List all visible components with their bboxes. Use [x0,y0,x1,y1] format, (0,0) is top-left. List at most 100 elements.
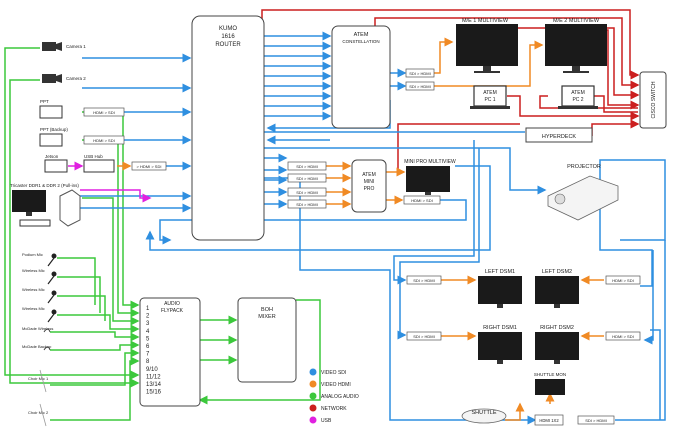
me2-multiview-monitor: M/E 2 MULTIVIEW [545,18,607,73]
mic-choir-2: Choir Mic 2 [28,403,49,427]
left-dsm1-monitor: LEFT DSM1 [478,269,522,308]
svg-text:ATEM: ATEM [571,90,585,96]
usb-lines [68,161,152,203]
svg-text:M/E 1 MULTIVIEW: M/E 1 MULTIVIEW [462,18,509,24]
audio-channel-label: 1 [146,306,150,312]
conv-const-sdi-hdmi-1: SDI > HDMI [405,68,435,78]
svg-text:ATEM: ATEM [483,90,497,96]
left-dsm2-monitor: LEFT DSM2 [535,269,579,308]
legend-label: USB [321,418,332,424]
svg-text:HDMI > SDI: HDMI > SDI [93,110,114,115]
svg-text:Wireless Mic: Wireless Mic [22,268,45,273]
svg-text:FLYPACK: FLYPACK [161,308,184,314]
audio-channel-label: 5 [146,336,150,342]
svg-text:HDMI > SDI: HDMI > SDI [93,138,114,143]
conv-const-sdi-hdmi-2: SDI > HDMI [405,81,435,91]
atem-mini-pro: ATEM MINI PRO [351,159,387,213]
svg-text:Jetson: Jetson [45,154,59,159]
svg-text:LEFT DSM1: LEFT DSM1 [485,269,515,275]
svg-text:HDMI > SDI: HDMI > SDI [612,334,633,339]
svg-text:HYPERDECK: HYPERDECK [542,134,577,140]
legend-item: NETWORK [309,404,347,412]
svg-text:Podium Mic: Podium Mic [22,252,43,257]
atem-constellation: ATEM CONSTELLATION [331,25,391,129]
camera-2: Camera 2 [42,74,86,83]
svg-text:Wireless Mic: Wireless Mic [22,306,45,311]
svg-text:PPT: PPT [40,99,49,104]
conv-mini-sdi-hdmi-3: SDI > HDMI [287,187,327,197]
audio-channel-label: 3 [146,321,150,327]
svg-text:SDI > HDMI: SDI > HDMI [409,71,430,76]
svg-text:MINI: MINI [364,179,375,185]
svg-text:PRO: PRO [364,186,375,192]
conv-left2-hdmi-sdi: HDMI > SDI [605,275,641,285]
svg-text:AUDIO: AUDIO [164,301,180,307]
conv-mini-sdi-hdmi-4: SDI > HDMI [287,199,327,209]
audio-channel-label: 9/10 [146,367,158,373]
svg-text:SDI > HDMI: SDI > HDMI [413,334,434,339]
usb-hub: USB Hub [83,154,115,173]
legend-swatch [309,380,317,388]
conv-right2-hdmi-sdi: HDMI > SDI [605,331,641,341]
legend-label: ANALOG AUDIO [321,394,359,400]
atem-pc2-laptop: ATEM PC 2 [558,85,598,109]
right-dsm1-monitor: RIGHT DSM1 [478,325,522,364]
svg-text:SDI > HDMI: SDI > HDMI [413,278,434,283]
svg-text:Choir Mic 2: Choir Mic 2 [28,410,49,415]
svg-text:ATEM: ATEM [354,32,369,38]
svg-text:HDMI > SDI: HDMI > SDI [612,278,633,283]
svg-text:M/E 2 MULTIVIEW: M/E 2 MULTIVIEW [553,18,600,24]
boh-mixer: BOH MIXER [237,297,297,383]
ppt-backup-laptop: PPT (Backup) [39,127,68,147]
cisco-switch: CISCO SWITCH [639,71,667,129]
audio-channel-label: 7 [146,352,150,358]
svg-text:SHUTTLE MON: SHUTTLE MON [534,372,566,377]
shuttle-mon-monitor: SHUTTLE MON [534,372,566,395]
conv-jetson-hdmi-sdi: > HDMI > SDI [131,161,167,171]
converter-list: HDMI > SDI HDMI > SDI > HDMI > SDI SDI >… [83,68,641,425]
svg-text:HDMI > SDI: HDMI > SDI [411,198,432,203]
svg-text:ATEM: ATEM [362,172,376,178]
svg-text:CONSTELLATION: CONSTELLATION [342,39,379,44]
svg-text:> HDMI > SDI: > HDMI > SDI [137,164,162,169]
conv-mini-sdi-hdmi-1: SDI > HDMI [287,161,327,171]
svg-text:SDI > HDMI: SDI > HDMI [296,164,317,169]
svg-text:Camera 2: Camera 2 [66,76,86,81]
mic-mcdade-wireless: McDade Wireless [22,326,53,333]
svg-text:McDade Wireless: McDade Wireless [22,326,53,331]
conv-pptb-hdmi-sdi: HDMI > SDI [83,135,125,145]
legend-label: VIDEO HDMI [321,382,351,388]
svg-text:Tricaster DDR1 & DDR 2 (Pull-i: Tricaster DDR1 & DDR 2 (Pull-ins) [10,183,79,188]
legend-swatch [309,416,317,424]
shuttle-device: SHUTTLE [461,408,507,424]
svg-text:SDI > HDMI: SDI > HDMI [296,202,317,207]
projector: PROJECTOR [547,164,619,221]
audio-channel-label: 8 [146,359,150,365]
hyperdeck: HYPERDECK [525,127,593,143]
svg-text:PC 1: PC 1 [484,97,495,103]
mic-choir-1: Choir Mic 1 [28,369,49,393]
atem-pc1-laptop: ATEM PC 1 [470,85,510,109]
svg-text:Camera 1: Camera 1 [66,44,86,49]
svg-text:RIGHT DSM2: RIGHT DSM2 [540,325,574,331]
svg-text:SHUTTLE: SHUTTLE [471,410,496,416]
conv-mini-sdi-hdmi-2: SDI > HDMI [287,173,327,183]
svg-text:SDI > HDMI: SDI > HDMI [296,176,317,181]
conv-right-sdi-hdmi: SDI > HDMI [406,331,442,341]
svg-text:LEFT DSM2: LEFT DSM2 [542,269,572,275]
legend-label: NETWORK [321,406,347,412]
legend-item: VIDEO SDI [309,368,346,376]
svg-text:MINI PRO MULTIVIEW: MINI PRO MULTIVIEW [404,159,456,165]
conv-mini-hdmi-sdi: HDMI > SDI [403,195,441,205]
legend-label: VIDEO SDI [321,370,346,376]
legend-item: ANALOG AUDIO [309,392,359,400]
legend-item: VIDEO HDMI [309,380,351,388]
svg-text:McDade Backup: McDade Backup [22,344,52,349]
mini-pro-multiview-monitor: MINI PRO MULTIVIEW [404,159,456,195]
svg-text:Choir Mic 1: Choir Mic 1 [28,376,49,381]
legend-swatch [309,404,317,412]
svg-text:PPT (Backup): PPT (Backup) [40,127,68,132]
svg-text:CISCO SWITCH: CISCO SWITCH [651,81,657,118]
